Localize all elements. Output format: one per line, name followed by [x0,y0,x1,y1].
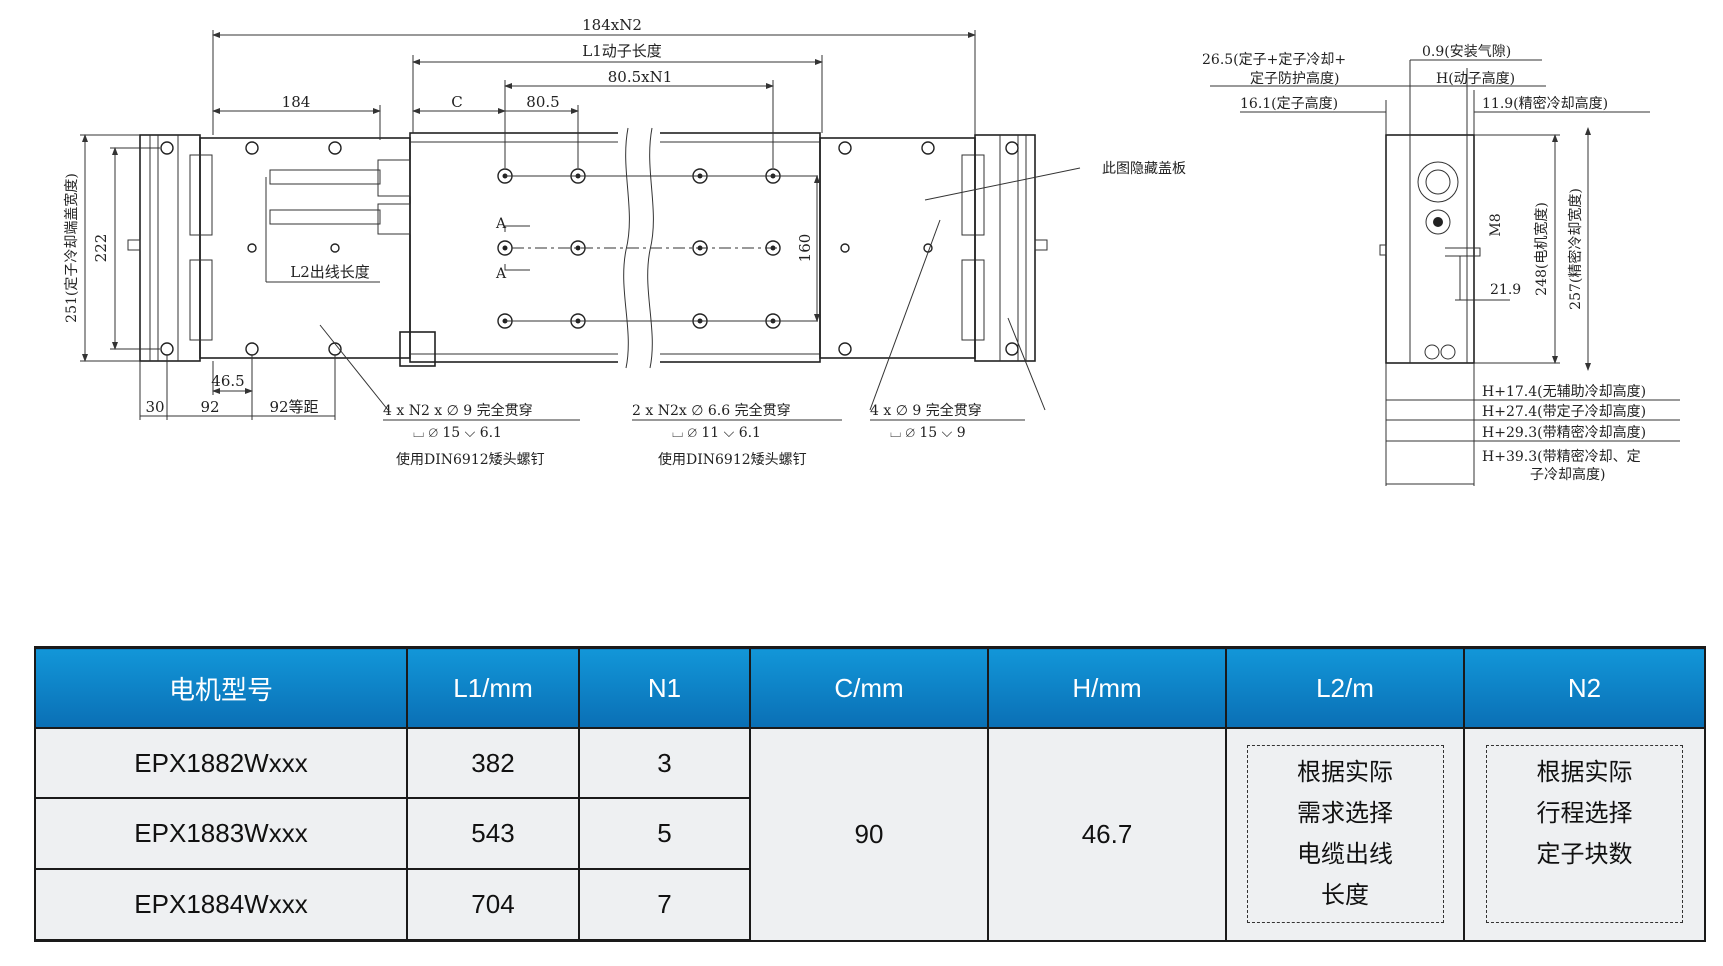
n2-note-line: 行程选择 [1536,799,1633,828]
cell-l1: 704 [406,867,580,942]
header-l1: L1/mm [406,646,580,729]
side-h393-a: H+39.3(带精密冷却、定 [1482,448,1641,465]
technical-drawing: 184xN2 L1动子长度 80.5xN1 184 C 80.5 222 160… [63,16,1680,486]
side-d26-b: 定子防护高度) [1250,70,1339,87]
cell-l2: 根据实际 需求选择 电缆出线 长度 [1225,727,1465,942]
dim-gap-46: 46.5 [211,372,244,390]
table-row: EPX1883Wxxx 543 5 [34,797,1705,870]
callout-hole2-b: ⌴ ∅ 11 ⌵ 6.1 [672,425,761,441]
table-header-row: 电机型号 L1/mm N1 C/mm H/mm L2/m N2 [34,646,1706,729]
cell-l1: 543 [406,797,580,870]
section-a-bottom: A [495,266,507,282]
l2-note-line: 需求选择 [1297,799,1393,828]
l2-note: 根据实际 需求选择 电缆出线 长度 [1246,745,1444,924]
callout-hole3-b: ⌴ ∅ 15 ⌵ 9 [890,425,966,441]
side-view [1210,59,1680,486]
header-n2: N2 [1463,646,1706,729]
cell-n1: 5 [578,797,751,870]
dim-92-eq: 92等距 [269,398,318,416]
cell-model: EPX1883Wxxx [34,797,408,870]
callout-hole1-b: ⌴ ∅ 15 ⌵ 6.1 [413,425,502,441]
top-view [80,30,1081,420]
side-d219: 21.9 [1490,282,1521,298]
header-model: 电机型号 [34,646,408,729]
dim-cable-length: L2出线长度 [290,263,370,281]
side-d248: 248(电机宽度) [1533,202,1550,296]
header-c: C/mm [749,646,989,729]
section-a-top: A [495,216,507,232]
spec-table: 电机型号 L1/mm N1 C/mm H/mm L2/m N2 EPX1882W… [34,646,1706,942]
side-m8: M8 [1488,213,1504,236]
l2-note-line: 根据实际 [1297,758,1393,787]
side-h293: H+29.3(带精密冷却高度) [1482,424,1646,441]
side-h274: H+27.4(带定子冷却高度) [1482,403,1646,420]
dim-height-160: 160 [796,234,814,263]
side-dH: H(动子高度) [1436,70,1515,87]
side-d09: 0.9(安装气隙) [1422,44,1511,60]
dim-c: C [451,93,462,111]
dim-height-222: 222 [92,234,110,263]
dim-92: 92 [200,398,219,416]
dim-height-251: 251(定子冷却端盖宽度) [63,173,80,323]
side-d119: 11.9(精密冷却高度) [1482,95,1608,112]
header-l2: L2/m [1225,646,1465,729]
side-d26-a: 26.5(定子+定子冷却+ [1202,52,1346,68]
cell-model: EPX1884Wxxx [34,867,408,942]
cell-l1: 382 [406,726,580,800]
n2-note: 根据实际 行程选择 定子块数 [1486,745,1683,924]
cell-c: 90 [749,727,989,942]
dim-30: 30 [145,398,164,416]
dim-left-end: 184 [282,93,311,111]
callout-hole3-a: 4 x ∅ 9 完全贯穿 [870,402,982,419]
side-h174: H+17.4(无辅助冷却高度) [1482,383,1646,400]
callout-hole1-a: 4 x N2 x ∅ 9 完全贯穿 [383,402,533,419]
callout-hole1-c: 使用DIN6912矮头螺钉 [396,451,545,468]
cell-n1: 3 [578,726,751,800]
dim-hole-pitch: 80.5xN1 [608,68,673,86]
header-h: H/mm [987,646,1227,729]
l2-note-line: 电缆出线 [1297,840,1393,869]
table-row: EPX1882Wxxx 382 3 90 46.7 根据实际 需求选择 电缆出线… [34,726,1706,942]
cell-model: EPX1882Wxxx [34,726,408,800]
dim-overall: 184xN2 [582,16,642,34]
side-d16: 16.1(定子高度) [1240,95,1338,112]
header-n1: N1 [578,646,751,729]
callout-hole2-c: 使用DIN6912矮头螺钉 [658,451,807,468]
table-row: EPX1884Wxxx 704 7 [34,867,1705,942]
dim-pitch: 80.5 [526,93,559,111]
dim-mover-length: L1动子长度 [582,42,662,60]
callout-hidden-cover: 此图隐藏盖板 [1102,161,1186,177]
cell-n2: 根据实际 行程选择 定子块数 [1463,727,1706,942]
cell-n1: 7 [578,867,751,942]
n2-note-line: 定子块数 [1536,840,1633,869]
cell-h: 46.7 [987,727,1227,942]
side-h393-b: 子冷却高度) [1530,466,1605,483]
callout-hole2-a: 2 x N2x ∅ 6.6 完全贯穿 [632,402,791,419]
l2-note-line: 长度 [1321,881,1369,910]
side-d257: 257(精密冷却宽度) [1567,188,1584,310]
n2-note-line: 根据实际 [1536,758,1633,787]
